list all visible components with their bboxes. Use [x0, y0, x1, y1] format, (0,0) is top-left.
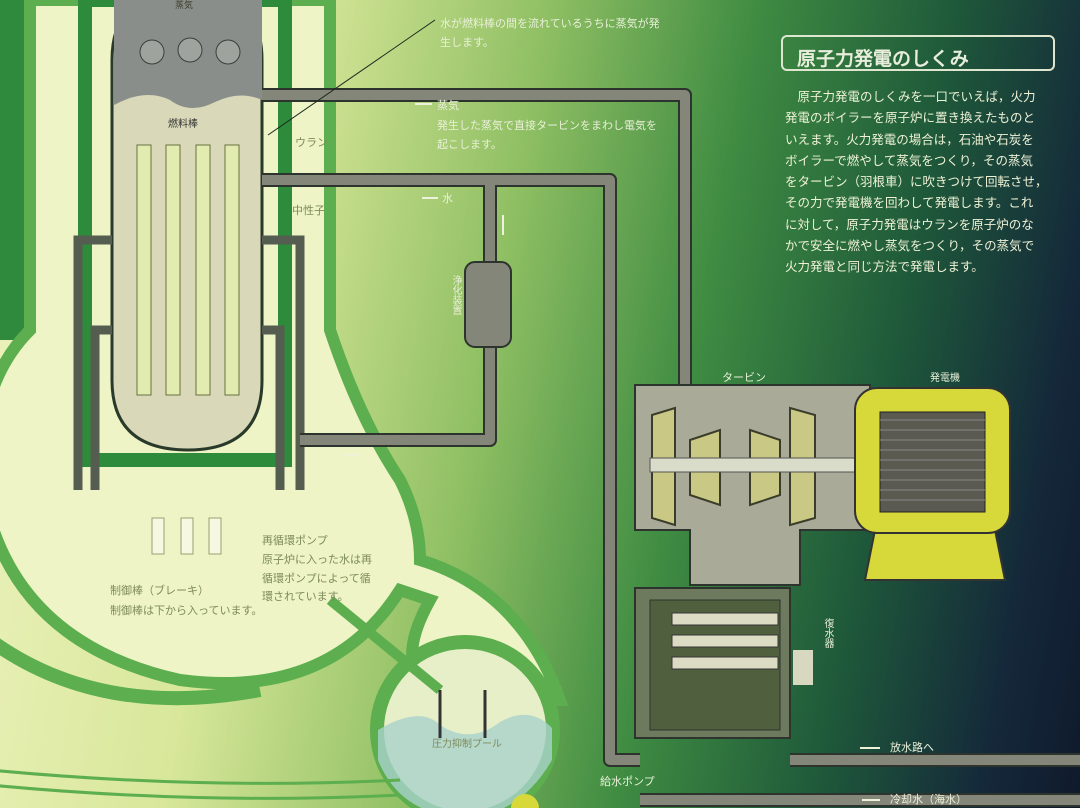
generator: [854, 387, 1011, 581]
description-line: いえます。火力発電の場合は，石油や石炭を: [785, 131, 1034, 147]
neutron-label: 中性子: [292, 204, 325, 217]
description-line: 原子力発電のしくみを一口でいえば，火力: [785, 89, 1036, 104]
description-line: 火力発電と同じ方法で発電します。: [785, 259, 984, 275]
reactor-shield: [78, 0, 292, 467]
suppression-pool-label: 圧力抑制プール: [432, 739, 502, 750]
turbine-label: タービン: [722, 371, 766, 384]
purifier-label: 浄化装置: [450, 275, 461, 315]
water-note-line1: 水が燃料棒の間を流れているうちに蒸気が発: [440, 17, 660, 30]
purifier-unit: [464, 261, 512, 348]
condenser: [634, 587, 813, 739]
generator-label: 発電機: [930, 373, 960, 384]
vessel-steam-label: 蒸気: [175, 1, 194, 11]
steam-label: 蒸気: [437, 99, 459, 112]
steam-note-line1: 発生した蒸気で直接タービンをまわし電気を: [437, 119, 657, 132]
title-box: 原子力発電のしくみ: [781, 35, 1055, 71]
to-discharge-label: 放水路へ: [890, 741, 934, 754]
cooling-water-label: 冷却水（海水）: [890, 793, 967, 806]
feedwater-pump-label: 給水ポンプ: [600, 775, 655, 788]
uranium-label: ウラン: [295, 136, 328, 149]
description-paragraph: 原子力発電のしくみを一口でいえば，火力 発電のボイラーを原子炉に置き換えたものと…: [785, 86, 1055, 278]
page-title: 原子力発電のしくみ: [797, 48, 969, 70]
control-rod-title: 制御棒（ブレーキ）: [110, 584, 209, 597]
description-line: かで安全に燃やし蒸気をつくり，その蒸気で: [785, 238, 1035, 254]
condenser-label: 復水器: [822, 618, 833, 648]
fuel-rod-label: 燃料棒: [168, 119, 198, 130]
recirc-note-line1: 原子炉に入った水は再: [262, 553, 372, 566]
steam-clouds-icon: [139, 37, 241, 65]
water-label: 水: [442, 192, 453, 205]
reactor-pressure-vessel: [110, 0, 264, 452]
water-note-line2: 生します。: [440, 36, 494, 49]
description-line: 発電のボイラーを原子炉に置き換えたものと: [785, 110, 1036, 126]
recirculation-pipes: [73, 235, 305, 490]
flow-arrows: [345, 103, 880, 801]
recirc-note-line2: 循環ポンプによって循: [262, 572, 371, 585]
control-rods: [151, 517, 222, 555]
description-line: をタービン（羽根車）に吹きつけて回転させ，: [785, 174, 1048, 190]
pump-icon: [511, 794, 539, 808]
fuel-rods: [136, 144, 240, 396]
description-line: その力で発電機を回わして発電します。これ: [785, 195, 1034, 211]
recirc-note-line3: 環されています。: [262, 590, 349, 603]
recirc-pump-title: 再循環ポンプ: [262, 534, 328, 547]
control-rod-note: 制御棒は下から入っています。: [110, 604, 263, 617]
description-line: に対して，原子力発電はウランを原子炉のな: [785, 216, 1034, 232]
description-line: ボイラーで燃やして蒸気をつくり，その蒸気: [785, 152, 1034, 168]
steam-note-line2: 起こします。: [437, 138, 502, 151]
